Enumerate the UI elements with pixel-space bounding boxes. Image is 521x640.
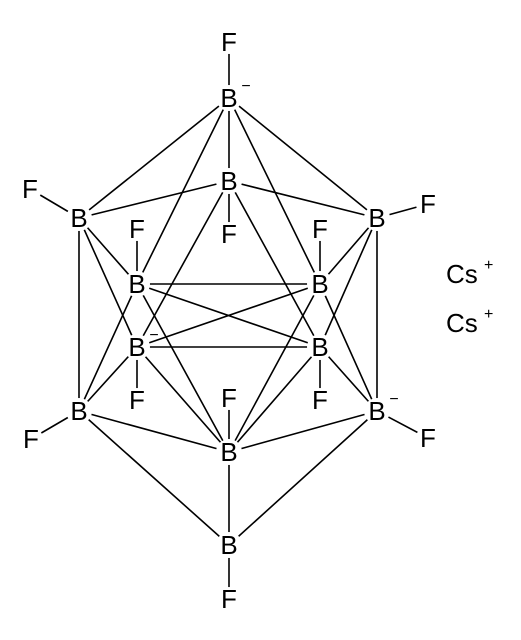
b-b-bond: [228, 410, 378, 546]
boron-atom-label: B: [311, 332, 328, 362]
fluorine-atom-label: F: [221, 383, 237, 413]
fluorine-label-background: [19, 427, 43, 451]
b-b-bond: [228, 97, 378, 219]
boron-label-background: [124, 334, 150, 360]
b-b-bond: [136, 97, 230, 285]
boron-atom-label: B: [70, 203, 87, 233]
b-b-bond: [319, 346, 378, 412]
boron-atom-label: B: [311, 269, 328, 299]
fluorine-atom-label: F: [221, 27, 237, 57]
b-b-bond: [78, 217, 138, 285]
boron-atom-label: B: [128, 332, 145, 362]
b-b-bond: [228, 180, 321, 348]
b-b-bond: [228, 97, 321, 285]
boron-atom-label: B: [220, 437, 237, 467]
fluorine-atom-label: F: [312, 385, 328, 415]
boron-atom-label: B: [368, 203, 385, 233]
negative-charge: −: [241, 78, 250, 95]
counterion-1: Cs +: [446, 257, 493, 289]
boron-atom-label: B: [128, 269, 145, 299]
boron-atom-label: B: [220, 530, 237, 560]
fluorine-atom-label: F: [312, 214, 328, 244]
boron-atom-label: B: [220, 166, 237, 196]
fluorine-atom-label: F: [23, 424, 39, 454]
fluorine-atom-label: F: [129, 385, 145, 415]
negative-charge: −: [149, 327, 158, 344]
cesium-label: Cs: [446, 308, 478, 338]
boron-label-background: [66, 205, 92, 231]
b-b-bond: [78, 410, 230, 453]
boron-label-background: [364, 205, 390, 231]
fluorine-label-background: [416, 426, 440, 450]
negative-charge: −: [389, 391, 398, 408]
boron-label-background: [66, 398, 92, 424]
fluorine-atom-label: F: [129, 214, 145, 244]
fluorine-atom-label: F: [221, 584, 237, 614]
b-b-bond: [78, 346, 138, 412]
fluorine-atom-label: F: [420, 423, 436, 453]
b-b-bond: [136, 283, 321, 348]
fluorine-label-background: [217, 222, 241, 246]
b-b-bond: [319, 217, 378, 348]
boron-label-background: [364, 398, 390, 424]
b-b-bond: [228, 180, 378, 219]
boron-label-background: [216, 439, 242, 465]
b-b-bond: [228, 283, 321, 453]
boron-label-background: [216, 532, 242, 558]
fluorine-label-background: [217, 386, 241, 410]
b-b-bond: [136, 346, 230, 453]
fluorine-label-background: [217, 587, 241, 611]
b-b-bond: [319, 283, 378, 412]
cesium-charge: +: [484, 306, 493, 323]
b-b-bond: [228, 346, 321, 453]
fluorine-label-background: [217, 30, 241, 54]
cesium-label: Cs: [446, 259, 478, 289]
fluorine-atom-label: F: [22, 174, 38, 204]
b-b-bond: [136, 283, 230, 453]
fluorine-label-background: [125, 388, 149, 412]
bond-lines: [29, 41, 429, 600]
boron-label-background: [307, 334, 333, 360]
b-b-bond: [78, 410, 230, 546]
boron-label-background: [124, 271, 150, 297]
b-b-bond: [78, 217, 138, 348]
b-b-bond: [319, 217, 378, 285]
counterion-2: Cs +: [446, 306, 493, 338]
boron-atom-label: B: [220, 83, 237, 113]
b-b-bond: [78, 97, 230, 219]
fluorine-atom-label: F: [221, 219, 237, 249]
cesium-charge: +: [484, 257, 493, 274]
fluorine-atom-label: F: [420, 189, 436, 219]
b-b-bond: [78, 180, 230, 219]
fluorine-label-background: [308, 217, 332, 241]
boron-label-background: [216, 168, 242, 194]
boron-label-background: [216, 85, 242, 111]
fluorine-label-background: [18, 177, 42, 201]
boron-atom-label: B: [368, 396, 385, 426]
b-b-bond: [228, 410, 378, 453]
boron-atom-label: B: [70, 396, 87, 426]
fluorine-label-background: [125, 217, 149, 241]
b-b-bond: [78, 283, 138, 412]
boron-label-background: [307, 271, 333, 297]
fluorine-label-background: [416, 192, 440, 216]
b-b-bond: [136, 180, 230, 348]
fluorine-label-background: [308, 388, 332, 412]
